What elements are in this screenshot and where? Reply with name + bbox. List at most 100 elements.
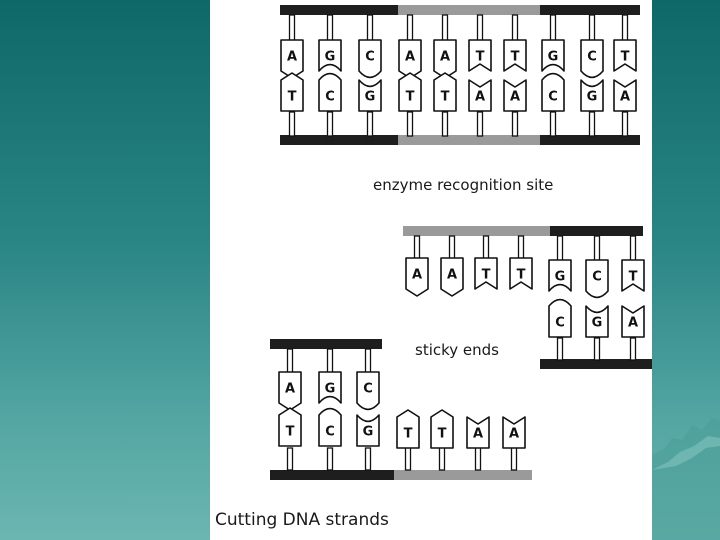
fragment-right-top-base-0-letter: G [555, 270, 566, 285]
fragment-left-bottom-base-2 [356, 414, 380, 447]
top-strand-stick [588, 14, 596, 43]
base-top-9-letter: T [621, 50, 630, 65]
bottom-strand-stick [406, 111, 414, 137]
overhang-stick [482, 235, 490, 261]
fragment-left-top-base-0 [278, 371, 302, 411]
overhang-left-base-0 [396, 409, 420, 449]
base-top-7 [541, 39, 565, 72]
overhang-left-stick [510, 445, 518, 471]
base-bottom-0 [280, 72, 304, 112]
base-top-1-letter: G [325, 50, 336, 65]
base-top-6 [503, 39, 527, 72]
fragment-right-top-stick [556, 235, 564, 263]
bottom-strand-stick [288, 111, 296, 137]
bottom-strand-stick [549, 111, 557, 137]
sticky-ends-label: sticky ends [415, 341, 499, 359]
base-bottom-9 [613, 79, 637, 112]
base-bottom-7 [541, 72, 565, 112]
base-bottom-4 [433, 72, 457, 112]
overhang-right-base-1-letter: A [447, 268, 457, 283]
base-bottom-2-letter: G [365, 90, 376, 105]
overhang-right-base-3-letter: T [517, 268, 526, 283]
base-bottom-6 [503, 79, 527, 112]
wave-decoration [652, 418, 720, 540]
fragment-left-bottom-base-0-letter: T [286, 425, 295, 440]
top-strand-stick [549, 14, 557, 43]
base-top-4 [433, 39, 457, 79]
base-bottom-5-letter: A [475, 90, 485, 105]
base-top-1 [318, 39, 342, 72]
base-top-3-letter: A [405, 50, 415, 65]
overhang-right-base-1 [440, 257, 464, 297]
base-bottom-7-letter: C [548, 90, 558, 105]
recognition-site-label: enzyme recognition site [373, 176, 554, 194]
fragment-left-top-base-0-letter: A [285, 382, 295, 397]
fragment-left-top-base-1-letter: G [325, 382, 336, 397]
base-top-3 [398, 39, 422, 79]
bottom-backbone-right [540, 135, 640, 145]
base-top-5 [468, 39, 492, 72]
overhang-left-base-1-letter: T [438, 427, 447, 442]
fragment-left-bottom-backbone-gray [394, 470, 532, 480]
top-strand-stick [366, 14, 374, 43]
fragment-right-bottom-base-1-letter: G [592, 316, 603, 331]
fragment-right-bottom-base-1 [585, 305, 609, 338]
fragment-left-bottom-stick [326, 447, 334, 471]
base-top-9 [613, 39, 637, 72]
figure-caption: Cutting DNA strands [215, 510, 389, 530]
overhang-right-base-0 [405, 257, 429, 297]
base-top-4-letter: A [440, 50, 450, 65]
overhang-left-base-1 [430, 409, 454, 449]
top-strand-stick [511, 14, 519, 43]
overhang-left-base-3-letter: A [509, 427, 519, 442]
bottom-strand-stick [441, 111, 449, 137]
base-top-7-letter: G [548, 50, 559, 65]
base-top-8 [580, 39, 604, 79]
top-strand-stick [406, 14, 414, 43]
fragment-right-bottom-stick [593, 337, 601, 361]
base-bottom-2 [358, 79, 382, 112]
overhang-stick [448, 235, 456, 261]
base-bottom-1 [318, 72, 342, 112]
base-bottom-5 [468, 79, 492, 112]
fragment-left-bottom-base-1 [318, 407, 342, 447]
base-bottom-3-letter: T [406, 90, 415, 105]
fragment-left-top-base-2-letter: C [363, 382, 373, 397]
bottom-strand-stick [621, 111, 629, 137]
fragment-left-bottom-stick [364, 447, 372, 471]
base-bottom-9-letter: A [620, 90, 630, 105]
fragment-right-top-backbone-dark [550, 226, 643, 236]
overhang-left-base-3 [502, 416, 526, 449]
fragment-left-top-base-2 [356, 371, 380, 411]
top-strand-stick [441, 14, 449, 43]
top-backbone-right [540, 5, 640, 15]
fragment-left-bottom-base-1-letter: C [325, 425, 335, 440]
bottom-backbone-recognition [398, 135, 540, 145]
bottom-strand-stick [366, 111, 374, 137]
fragment-right-top-base-2-letter: T [629, 270, 638, 285]
base-bottom-4-letter: T [441, 90, 450, 105]
base-top-6-letter: T [511, 50, 520, 65]
base-bottom-8 [580, 79, 604, 112]
fragment-right-top-backbone-gray [403, 226, 550, 236]
overhang-right-base-2 [474, 257, 498, 290]
base-top-0 [280, 39, 304, 79]
fragment-left-bottom-stick [286, 447, 294, 471]
overhang-left-stick [438, 445, 446, 471]
fragment-right-bottom-backbone [540, 359, 652, 369]
bottom-strand-stick [326, 111, 334, 137]
fragment-left-top-stick [364, 348, 372, 376]
top-backbone-recognition [398, 5, 540, 15]
bottom-strand-stick [476, 111, 484, 137]
fragment-right-bottom-base-2 [621, 305, 645, 338]
fragment-right-top-base-0 [548, 259, 572, 292]
base-top-2-letter: C [365, 50, 375, 65]
base-top-8-letter: C [587, 50, 597, 65]
base-bottom-0-letter: T [288, 90, 297, 105]
bottom-strand-stick [511, 111, 519, 137]
fragment-right-bottom-stick [629, 337, 637, 361]
wave-decoration-highlight [652, 436, 720, 470]
